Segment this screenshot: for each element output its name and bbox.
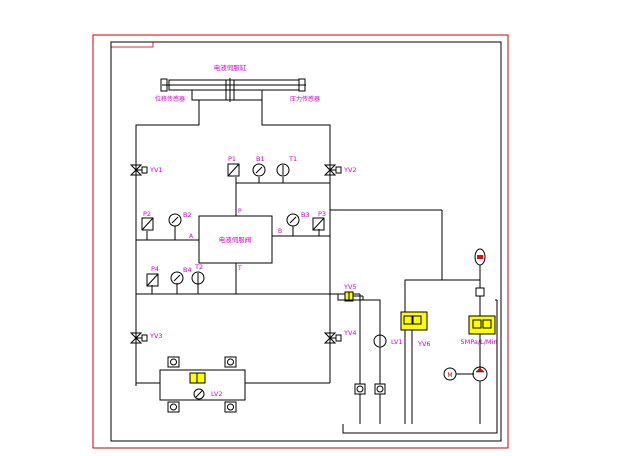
- svg-text:M: M: [447, 372, 452, 379]
- b1-label: B1: [256, 155, 265, 163]
- bridge-check-tr: [224, 356, 237, 368]
- bridge-check-bl: [167, 401, 180, 413]
- valve-yv2: [323, 164, 342, 176]
- relief-valve: [468, 315, 496, 335]
- flow-meter-lv1: [373, 334, 387, 348]
- check-valve-left: [354, 383, 366, 395]
- t2-thermometer: [191, 271, 205, 285]
- yv6-label: YV6: [417, 340, 431, 348]
- actuator-title: 电液伺服缸: [214, 63, 247, 72]
- yv4-label: YV4: [343, 329, 357, 337]
- b3-gauge: [286, 213, 300, 227]
- servo-cylinder: [160, 78, 306, 102]
- b4-label: B4: [183, 266, 192, 274]
- bridge-valve: [189, 372, 206, 384]
- t2-label: T2: [194, 263, 203, 271]
- valve-yv4: [323, 332, 342, 344]
- sensor-right-label: 压力传感器: [290, 95, 320, 103]
- lv1-line: [330, 293, 381, 336]
- yv3-label: YV3: [149, 332, 163, 340]
- port-a-label: A: [189, 233, 194, 240]
- p2-label: P2: [143, 210, 151, 218]
- lv1-label: LV1: [391, 338, 403, 346]
- sensor-left-label: 位移传感器: [155, 95, 185, 103]
- outer-frame: [92, 34, 509, 449]
- accumulator: [474, 248, 486, 266]
- t1-label: T1: [288, 155, 297, 163]
- pump-spec-label: 5MPa/L/Min: [461, 338, 498, 346]
- bridge-block: [159, 369, 246, 401]
- port-b-label: B: [278, 228, 282, 235]
- bridge-check-tl: [167, 356, 180, 368]
- p3-pressure-switch: [312, 217, 325, 231]
- p2-pressure-switch: [141, 217, 154, 231]
- valve-yv3: [129, 332, 148, 344]
- motor: M: [443, 367, 457, 381]
- pressure-line: [404, 279, 480, 424]
- left-main-line: [135, 100, 200, 386]
- check-valve-right: [374, 383, 386, 395]
- tank: [342, 424, 498, 434]
- yv1-label: YV1: [149, 166, 163, 174]
- yv5-label: YV5: [343, 283, 357, 291]
- filter-element: [475, 287, 485, 297]
- p1-pressure-switch: [227, 163, 240, 177]
- valve-yv1: [129, 164, 148, 176]
- b4-gauge: [170, 271, 184, 285]
- pump: [472, 366, 488, 382]
- p3-label: P3: [318, 210, 326, 218]
- p4-pressure-switch: [146, 273, 159, 287]
- valve-yv6: [400, 311, 428, 331]
- p4-label: P4: [151, 265, 159, 273]
- b2-label: B2: [183, 211, 192, 219]
- port-t-label: T: [237, 265, 242, 272]
- b1-gauge: [252, 163, 266, 177]
- b3-label: B3: [301, 211, 310, 219]
- title-tab: [110, 41, 154, 48]
- lv2-label: LV2: [211, 390, 223, 398]
- right-main-line: [261, 100, 331, 383]
- bridge-check-br: [224, 401, 237, 413]
- servo-valve-label: 电液伺服阀: [219, 235, 252, 244]
- flow-meter-lv2: [193, 388, 205, 400]
- t1-thermometer: [276, 163, 290, 177]
- inner-frame: [110, 41, 502, 442]
- yv2-label: YV2: [343, 166, 357, 174]
- p1-label: P1: [228, 155, 236, 163]
- b2-gauge: [168, 213, 182, 227]
- port-p-label: P: [238, 208, 242, 215]
